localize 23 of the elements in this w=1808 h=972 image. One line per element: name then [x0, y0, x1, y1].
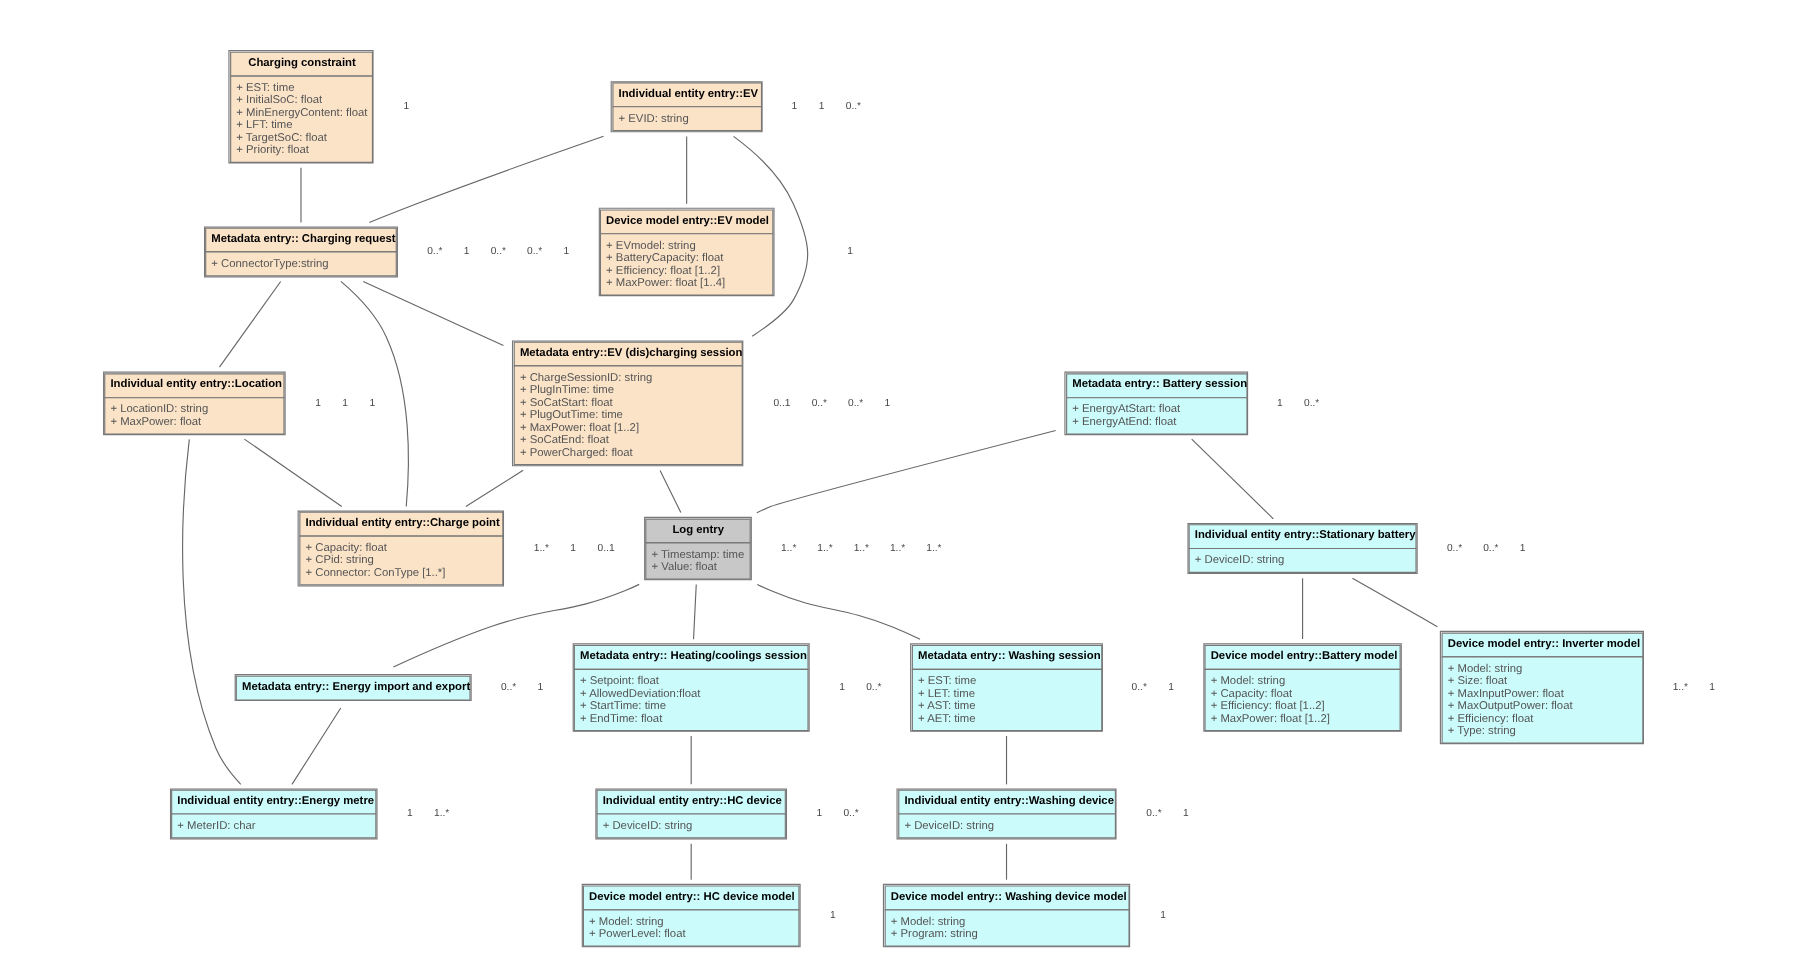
connector — [464, 469, 523, 507]
connector — [731, 135, 808, 337]
connector — [755, 583, 920, 640]
connector — [1301, 577, 1303, 640]
connector — [689, 843, 691, 881]
connector — [339, 280, 408, 507]
connector — [181, 438, 241, 785]
connector — [691, 583, 696, 640]
connector — [689, 735, 691, 785]
connector — [1190, 438, 1273, 520]
connector — [658, 469, 681, 514]
connector — [391, 583, 639, 668]
connector — [361, 280, 503, 347]
connector — [242, 438, 342, 508]
connector — [685, 135, 687, 205]
connector — [755, 429, 1056, 514]
connector — [217, 280, 281, 368]
connector — [1004, 843, 1007, 881]
connector — [1004, 735, 1007, 785]
connector — [299, 167, 301, 223]
connector — [367, 135, 604, 223]
connector — [290, 707, 341, 785]
connector — [1350, 577, 1437, 628]
